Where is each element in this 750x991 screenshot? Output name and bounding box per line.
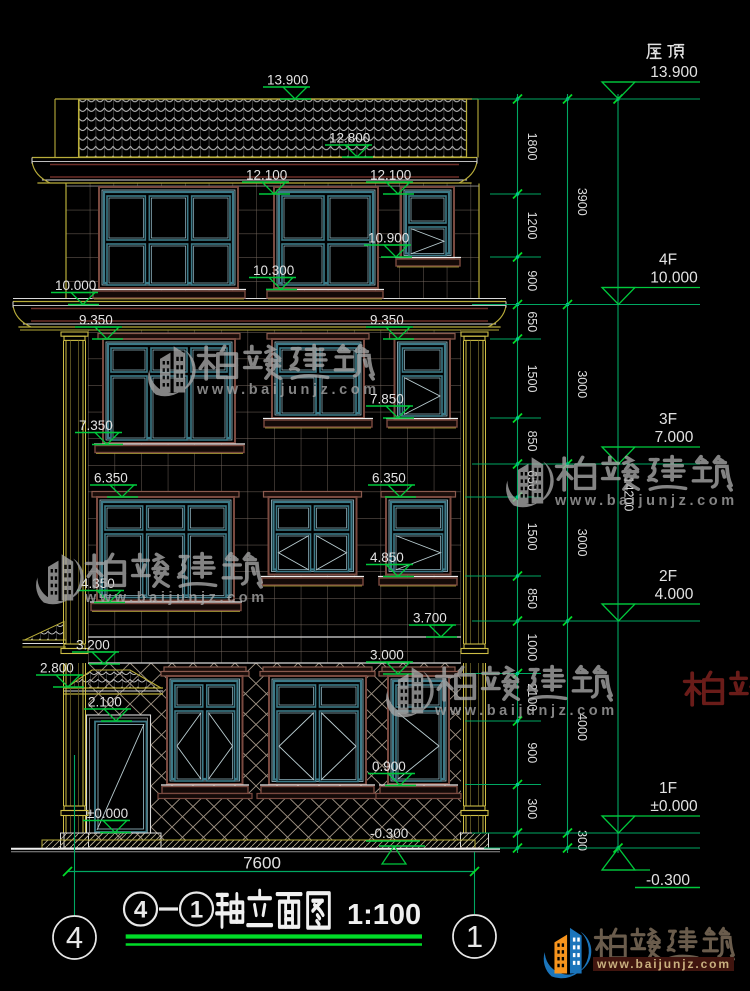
svg-text:1F: 1F (659, 780, 677, 797)
svg-text:850: 850 (525, 431, 539, 452)
svg-text:3F: 3F (659, 411, 677, 428)
svg-text:-0.300: -0.300 (646, 872, 690, 889)
svg-text:www.baijunjz.com: www.baijunjz.com (196, 382, 380, 398)
svg-text:±0.000: ±0.000 (650, 798, 698, 815)
svg-text:3900: 3900 (575, 188, 589, 216)
svg-text:4000: 4000 (575, 713, 589, 741)
svg-text:12.100: 12.100 (370, 168, 411, 183)
svg-text:7.350: 7.350 (79, 418, 113, 433)
svg-text:650: 650 (525, 311, 539, 332)
svg-text:10.000: 10.000 (55, 278, 96, 293)
svg-text:1: 1 (466, 919, 483, 954)
svg-text:4: 4 (134, 897, 148, 924)
svg-text:4F: 4F (659, 252, 677, 269)
svg-text:1500: 1500 (525, 365, 539, 393)
svg-text:13.900: 13.900 (650, 64, 698, 81)
svg-text:1: 1 (190, 897, 203, 924)
svg-text:900: 900 (525, 270, 539, 291)
svg-text:www.baijunjz.com: www.baijunjz.com (554, 493, 738, 509)
svg-text:7.000: 7.000 (655, 429, 694, 446)
svg-text:1200: 1200 (525, 212, 539, 240)
svg-text:3.200: 3.200 (76, 638, 110, 653)
svg-text:4.350: 4.350 (81, 576, 115, 591)
svg-text:www.baijunjz.com: www.baijunjz.com (84, 590, 268, 606)
svg-text:10.000: 10.000 (650, 270, 698, 287)
svg-text:3000: 3000 (575, 370, 589, 398)
svg-text:12.100: 12.100 (246, 168, 287, 183)
svg-text:www.baijunjz.com: www.baijunjz.com (434, 703, 618, 719)
svg-text:4: 4 (66, 920, 83, 955)
svg-text:4.850: 4.850 (370, 550, 404, 565)
svg-text:3.700: 3.700 (413, 611, 447, 626)
svg-text:9.350: 9.350 (79, 313, 113, 328)
svg-text:1:100: 1:100 (347, 899, 421, 931)
svg-text:10.900: 10.900 (368, 231, 409, 246)
svg-text:7.850: 7.850 (370, 392, 404, 407)
svg-text:0.900: 0.900 (372, 759, 406, 774)
svg-text:900: 900 (525, 742, 539, 763)
svg-text:2.100: 2.100 (88, 695, 122, 710)
svg-text:300: 300 (575, 830, 589, 851)
svg-text:1500: 1500 (525, 523, 539, 551)
svg-text:9.350: 9.350 (370, 313, 404, 328)
svg-text:1000: 1000 (525, 633, 539, 661)
svg-text:4.000: 4.000 (655, 586, 694, 603)
svg-text:www.baijunjz.com: www.baijunjz.com (596, 957, 731, 971)
svg-text:-0.300: -0.300 (370, 826, 408, 841)
svg-text:3000: 3000 (575, 529, 589, 557)
svg-text:300: 300 (525, 798, 539, 819)
svg-text:10.300: 10.300 (253, 263, 294, 278)
svg-text:6.350: 6.350 (372, 471, 406, 486)
svg-text:850: 850 (525, 588, 539, 609)
svg-text:±0.000: ±0.000 (87, 806, 128, 821)
svg-text:13.900: 13.900 (267, 73, 308, 88)
svg-text:12.800: 12.800 (329, 131, 370, 146)
svg-text:6.350: 6.350 (94, 471, 128, 486)
svg-text:7600: 7600 (243, 854, 281, 873)
svg-text:3.000: 3.000 (370, 648, 404, 663)
svg-text:2.800: 2.800 (40, 661, 74, 676)
svg-text:1800: 1800 (525, 133, 539, 161)
svg-text:2F: 2F (659, 568, 677, 585)
